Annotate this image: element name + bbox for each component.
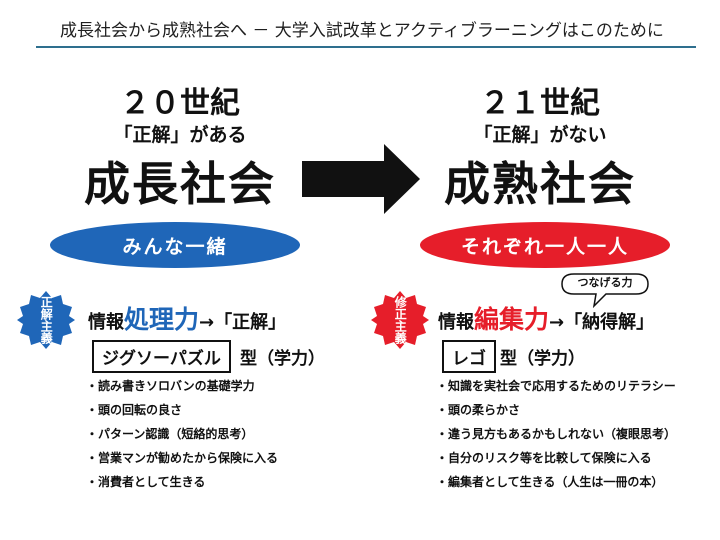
right-society: 成熟社会 xyxy=(444,157,636,211)
red-badge-icon: 修正主義 xyxy=(370,290,430,350)
list-item: 営業マンが勧めたから保険に入る xyxy=(86,446,278,470)
left-skill-main: 処理力 xyxy=(124,305,200,334)
list-item: 消費者として生きる xyxy=(86,470,278,494)
list-item: 自分のリスク等を比較して保険に入る xyxy=(436,446,676,470)
right-skill-suffix: →「納得解」 xyxy=(549,312,655,333)
left-skill-prefix: 情報 xyxy=(88,312,124,333)
callout-label: つなげる力 xyxy=(577,276,633,289)
right-type-box: レゴ xyxy=(442,340,496,373)
left-seal-label: 正解主義 xyxy=(39,296,54,344)
list-item: 頭の柔らかさ xyxy=(436,398,676,422)
left-seikai: 「正解」がある xyxy=(113,124,247,146)
list-item: 知識を実社会で応用するためのリテラシー xyxy=(436,374,676,398)
right-arrow-icon xyxy=(302,144,420,214)
right-seikai: 「正解」がない xyxy=(473,124,607,146)
right-skill-main: 編集力 xyxy=(474,305,550,334)
left-type-label: 型（学力） xyxy=(240,349,325,369)
right-century: ２１世紀 xyxy=(480,86,600,121)
right-bullet-list: 知識を実社会で応用するためのリテラシー 頭の柔らかさ 違う見方もあるかもしれない… xyxy=(436,374,676,494)
left-pill: みんな一緒 xyxy=(50,222,300,268)
left-bullet-list: 読み書きソロバンの基礎学力 頭の回転の良さ パターン認識（短絡的思考） 営業マン… xyxy=(86,374,278,494)
list-item: 違う見方もあるかもしれない（複眼思考） xyxy=(436,422,676,446)
speech-bubble-icon xyxy=(561,273,649,308)
left-type-box: ジグソーパズル xyxy=(92,340,231,373)
left-society: 成長社会 xyxy=(84,157,276,211)
blue-badge-icon: 正解主義 xyxy=(16,290,76,350)
left-skill-suffix: →「正解」 xyxy=(199,312,287,333)
list-item: 編集者として生きる（人生は一冊の本） xyxy=(436,470,676,494)
right-pill: それぞれ一人一人 xyxy=(420,222,670,268)
list-item: 頭の回転の良さ xyxy=(86,398,278,422)
left-century: ２０世紀 xyxy=(120,86,240,121)
right-skill-prefix: 情報 xyxy=(438,312,474,333)
list-item: パターン認識（短絡的思考） xyxy=(86,422,278,446)
right-seal-label: 修正主義 xyxy=(393,296,408,344)
title-divider xyxy=(36,46,696,48)
slide-title: 成長社会から成熟社会へ － 大学入試改革とアクティブラーニングはこのために xyxy=(60,21,664,41)
left-skill-line: 情報処理力→「正解」 xyxy=(88,300,286,336)
right-type-label: 型（学力） xyxy=(500,349,585,369)
list-item: 読み書きソロバンの基礎学力 xyxy=(86,374,278,398)
right-skill-line: 情報編集力→「納得解」 xyxy=(438,300,654,336)
